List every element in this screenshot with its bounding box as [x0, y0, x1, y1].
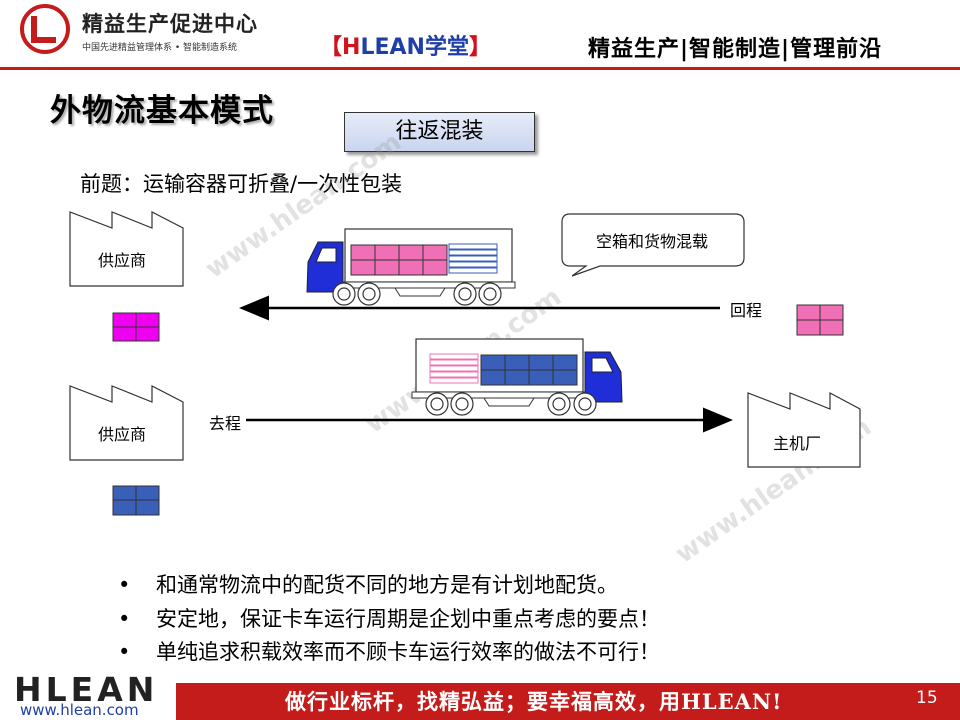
page-title: 外物流基本模式: [50, 93, 274, 129]
tag-school: 学堂: [424, 35, 469, 60]
callout-bubble: [561, 213, 745, 277]
supplier-bottom-label: 供应商: [98, 425, 147, 444]
brand-subtitle: 中国先进精益管理体系 • 智能制造系统: [82, 43, 238, 53]
bullet-item: • 单纯追求积载效率而不顾卡车运行效率的做法不可行！: [118, 636, 660, 666]
bullet-text: 单纯追求积载效率而不顾卡车运行效率的做法不可行！: [156, 640, 660, 664]
callout-text: 空箱和货物混载: [595, 232, 708, 251]
tag-h: H: [342, 35, 361, 60]
tag-open: 【: [320, 35, 343, 60]
bullet-dot: •: [118, 607, 131, 631]
footer-logo: HLEAN: [14, 670, 159, 709]
outbound-truck-icon: [411, 338, 623, 416]
tag-lean: LEAN: [360, 35, 425, 60]
bullet-item: • 和通常物流中的配货不同的地方是有计划地配货。: [118, 569, 618, 599]
bullet-dot: •: [118, 573, 131, 597]
footer-url[interactable]: www.hlean.com: [20, 701, 139, 719]
hlean-school-tag: 【HLEAN学堂】: [320, 29, 491, 61]
navy-box-stack-icon: [112, 485, 160, 516]
header-divider: [0, 67, 960, 70]
bullet-text: 和通常物流中的配货不同的地方是有计划地配货。: [156, 573, 618, 597]
supplier-top-factory-icon: [69, 211, 184, 287]
magenta-box-stack-icon: [112, 312, 160, 342]
main-plant-label: 主机厂: [773, 434, 822, 453]
page-number: 15: [916, 688, 938, 708]
tag-close: 】: [468, 35, 491, 60]
supplier-top-label: 供应商: [98, 251, 147, 270]
pink-box-stack-icon: [796, 304, 844, 336]
bullet-text: 安定地，保证卡车运行周期是企划中重点考虑的要点！: [156, 607, 660, 631]
bullet-dot: •: [118, 640, 131, 664]
mode-label-box: 往返混装: [344, 112, 535, 152]
footer-slogan: 做行业标杆，找精弘益；要幸福高效，用HLEAN!: [285, 689, 783, 714]
outbound-trip-label: 去程: [209, 414, 242, 433]
brand-logo-icon: [20, 4, 70, 54]
premise-text: 前题：运输容器可折叠/一次性包装: [80, 172, 403, 196]
supplier-bottom-factory-icon: [69, 385, 184, 461]
footer-bar: [176, 683, 960, 720]
return-truck-icon: [306, 228, 516, 306]
header: [0, 0, 960, 68]
header-tagline: 精益生产|智能制造|管理前沿: [588, 37, 883, 62]
brand-title: 精益生产促进中心: [82, 11, 258, 36]
return-trip-label: 回程: [730, 301, 763, 320]
main-plant-factory-icon: [747, 392, 861, 468]
bullet-item: • 安定地，保证卡车运行周期是企划中重点考虑的要点！: [118, 603, 660, 633]
